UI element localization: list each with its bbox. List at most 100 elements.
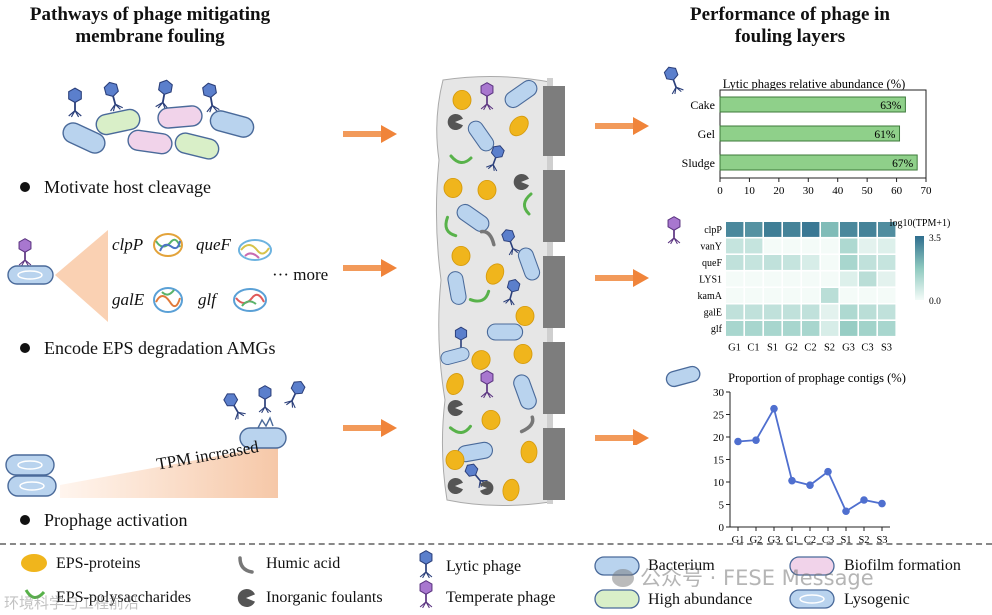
temperate-phage-icon: [18, 237, 32, 267]
bar-data-label: 63%: [880, 100, 902, 112]
heatmap-cell: [802, 255, 820, 270]
heatmap-cell: [726, 288, 744, 303]
heatmap-cell: [802, 271, 820, 287]
heatmap-cell: [859, 321, 877, 336]
data-point: [752, 436, 760, 444]
y-tick-label: 30: [713, 387, 725, 399]
heatmap-cell: [821, 321, 839, 336]
lytic-phage-icon: [662, 64, 685, 96]
heatmap-cell: [840, 271, 858, 287]
heatmap-cell: [802, 222, 820, 237]
heatmap-cell: [859, 238, 877, 254]
heatmap-row-label: galE: [704, 308, 722, 319]
heatmap-cell: [783, 255, 801, 270]
inorganic-foulant-icon: [237, 589, 255, 607]
cell-cluster: [59, 104, 257, 162]
heatmap-cell: [878, 304, 896, 320]
heatmap-cell: [859, 222, 877, 237]
arrow-icon: [343, 259, 397, 277]
x-tick-label: S1: [840, 535, 851, 546]
right-title-line1: Performance of phage in: [690, 4, 890, 25]
arrow-icon: [595, 429, 649, 445]
heatmap-col-label: S3: [881, 343, 892, 354]
heatmap-cell: [764, 288, 782, 303]
heatmap-cell: [764, 271, 782, 287]
heatmap-cell: [783, 304, 801, 320]
lytic-phage-icon: [419, 549, 433, 579]
heatmap-cell: [783, 321, 801, 336]
legend-biofilm-formation: Biofilm formation: [844, 557, 961, 574]
heatmap-cell: [821, 255, 839, 270]
legend-humic-acid: Humic acid: [266, 555, 341, 572]
data-point: [860, 496, 868, 504]
legend-temperate-phage: Temperate phage: [446, 589, 556, 606]
heatmap-cell: [878, 288, 896, 303]
right-title: Performance of phage in fouling layers: [640, 4, 940, 48]
heatmap-cell: [840, 222, 858, 237]
heatmap-cell: [859, 255, 877, 270]
legend-high-abundance: High abundance: [648, 591, 753, 608]
x-tick-label: 0: [717, 185, 723, 197]
heatmap-cell: [802, 304, 820, 320]
colorbar-max: 3.5: [929, 234, 941, 244]
heatmap-cell: [859, 304, 877, 320]
left-title-line1: Pathways of phage mitigating: [29, 4, 271, 25]
heatmap-cell: [745, 222, 763, 237]
x-tick-label: G3: [768, 535, 781, 546]
heatmap-col-label: S2: [824, 343, 835, 354]
y-tick-label: 25: [713, 410, 725, 422]
heatmap-col-label: G3: [842, 343, 855, 354]
heatmap-col-label: S1: [767, 343, 778, 354]
heatmap-cell: [802, 238, 820, 254]
temperate-phage-icon: [667, 215, 681, 245]
y-tick-label: 0: [719, 522, 725, 534]
watermark-text: 公众号 · FESE Message: [640, 566, 874, 590]
legend-eps-proteins: EPS-proteins: [56, 555, 141, 572]
line-chart-title: Proportion of prophage contigs (%): [728, 371, 906, 385]
x-tick-label: 20: [773, 185, 785, 197]
heatmap-cell: [878, 321, 896, 336]
x-tick-label: C3: [822, 535, 834, 546]
bar-category-label: Gel: [698, 127, 716, 141]
heatmap-row-label: vanY: [700, 242, 722, 253]
more-label: ··· more: [272, 265, 329, 284]
series-line: [737, 406, 883, 513]
heatmap-cell: [745, 238, 763, 254]
heatmap-row-label: queF: [702, 258, 722, 269]
bullet-3-text: Prophage activation: [44, 510, 188, 530]
heatmap-cell: [764, 222, 782, 237]
x-tick-label: S3: [876, 535, 887, 546]
heatmap-cell: [745, 304, 763, 320]
heatmap-cell: [840, 238, 858, 254]
x-tick-label: 40: [832, 185, 844, 197]
line-chart: Proportion of prophage contigs (%) 05101…: [665, 365, 906, 546]
y-tick-label: 5: [719, 500, 725, 512]
membrane: [543, 78, 565, 504]
heatmap-col-label: C3: [861, 343, 873, 354]
heatmap-cell: [783, 271, 801, 287]
x-tick-label: C1: [786, 535, 798, 546]
eps-protein-icon: [21, 554, 47, 572]
heatmap-cell: [764, 255, 782, 270]
heatmap-cell: [764, 304, 782, 320]
heatmap-cell: [840, 304, 858, 320]
bullet-2-text: Encode EPS degradation AMGs: [44, 338, 276, 358]
heatmap-cell: [859, 288, 877, 303]
data-point: [788, 476, 796, 485]
arrow-icon: [343, 125, 397, 143]
heatmap-cell: [745, 255, 763, 270]
heatmap-cell: [726, 304, 744, 320]
data-point: [806, 481, 814, 489]
arrow-icon: [595, 117, 649, 135]
x-tick-label: 60: [891, 185, 903, 197]
gene-label: queF: [196, 235, 231, 254]
heatmap-cell: [726, 222, 744, 237]
x-tick-label: 50: [862, 185, 874, 197]
legend-eps-polysaccharides: EPS-polysaccharides: [56, 589, 192, 606]
data-point: [878, 499, 886, 508]
arrow-icon: [343, 419, 397, 437]
x-tick-label: G2: [750, 535, 763, 546]
legend-lytic-phage: Lytic phage: [446, 558, 522, 575]
lysogenic-cell: [5, 454, 55, 476]
heatmap-cell: [878, 271, 896, 287]
